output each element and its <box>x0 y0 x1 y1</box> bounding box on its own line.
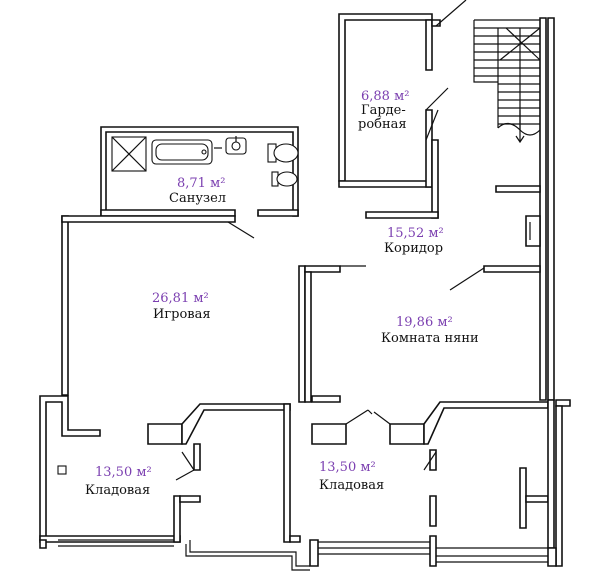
room-labels: 6,88 м² Гарде- робная 8,71 м² Санузел 15… <box>85 89 479 498</box>
wardrobe-name-line1: Гарде- <box>361 103 406 118</box>
corridor-name: Коридор <box>384 241 443 256</box>
stairs <box>473 19 541 144</box>
storage-1-name: Кладовая <box>85 483 150 498</box>
corridor-area: 15,52 м² <box>387 226 444 241</box>
nanny-room-name: Комната няни <box>381 331 479 346</box>
column-marker <box>57 465 67 475</box>
storage-2-name: Кладовая <box>319 478 384 493</box>
bathroom-fixtures <box>111 136 299 187</box>
playroom-area: 26,81 м² <box>152 291 209 306</box>
wardrobe-name-line2: робная <box>358 117 407 132</box>
walls <box>39 13 571 571</box>
nanny-room-area: 19,86 м² <box>396 315 453 330</box>
bathroom-area: 8,71 м² <box>177 176 225 191</box>
storage-1-area: 13,50 м² <box>95 465 152 480</box>
playroom-name: Игровая <box>153 307 211 322</box>
storage-2-area: 13,50 м² <box>319 460 376 475</box>
wardrobe-area: 6,88 м² <box>361 89 409 104</box>
bathroom-name: Санузел <box>169 191 226 206</box>
doors <box>175 0 485 481</box>
